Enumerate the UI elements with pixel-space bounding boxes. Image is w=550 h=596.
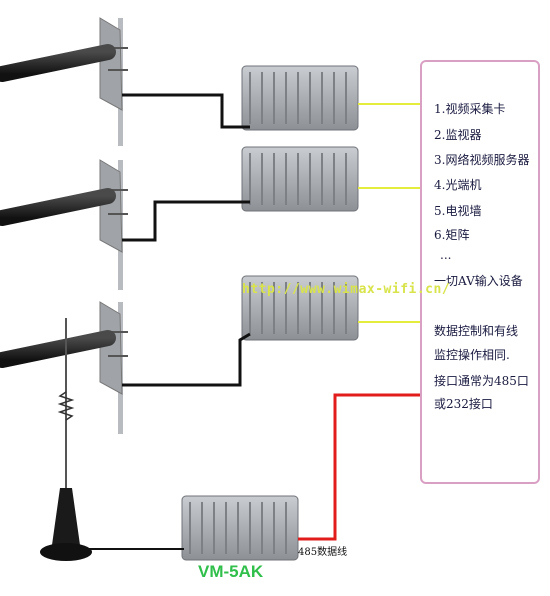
device-list-panel: 1.视频采集卡 2.监视器 3.网络视频服务器 4.光端机 5.电视墙 6.矩阵… xyxy=(420,60,540,484)
note-line: 数据控制和有线 xyxy=(434,324,519,338)
device-item: 5.电视墙 xyxy=(434,204,482,218)
device-item: 2.监视器 xyxy=(434,128,482,142)
panel-antenna-2 xyxy=(0,159,128,290)
cable-1 xyxy=(122,93,250,129)
device-item: 1.视频采集卡 xyxy=(434,102,506,116)
device-item: 4.光端机 xyxy=(434,178,482,192)
device-item: 一切AV输入设备 xyxy=(434,274,523,288)
cable-label: 485数据线 xyxy=(298,547,348,558)
receiver-unit-2 xyxy=(241,146,359,212)
receiver-unit-1 xyxy=(241,65,359,131)
device-item: ... xyxy=(440,248,452,262)
cable-2 xyxy=(122,200,250,242)
note-line: 接口通常为485口 xyxy=(434,374,529,388)
device-item: 3.网络视频服务器 xyxy=(434,153,530,167)
panel-antenna-1 xyxy=(0,17,128,146)
panel-antenna-3 xyxy=(0,301,128,434)
receiver-unit-3 xyxy=(241,275,359,341)
cable-3 xyxy=(122,332,251,387)
device-item: 6.矩阵 xyxy=(434,228,470,242)
model-label: VM-5AK xyxy=(198,562,264,581)
note-line: 或232接口 xyxy=(434,397,493,411)
whip-antenna xyxy=(40,318,92,561)
watermark-url: http://www.wimax-wifi.cn/ xyxy=(242,282,451,297)
data-line-485 xyxy=(298,393,420,541)
note-line: 监控操作相同. xyxy=(434,348,510,362)
transmitter-unit xyxy=(181,495,299,561)
